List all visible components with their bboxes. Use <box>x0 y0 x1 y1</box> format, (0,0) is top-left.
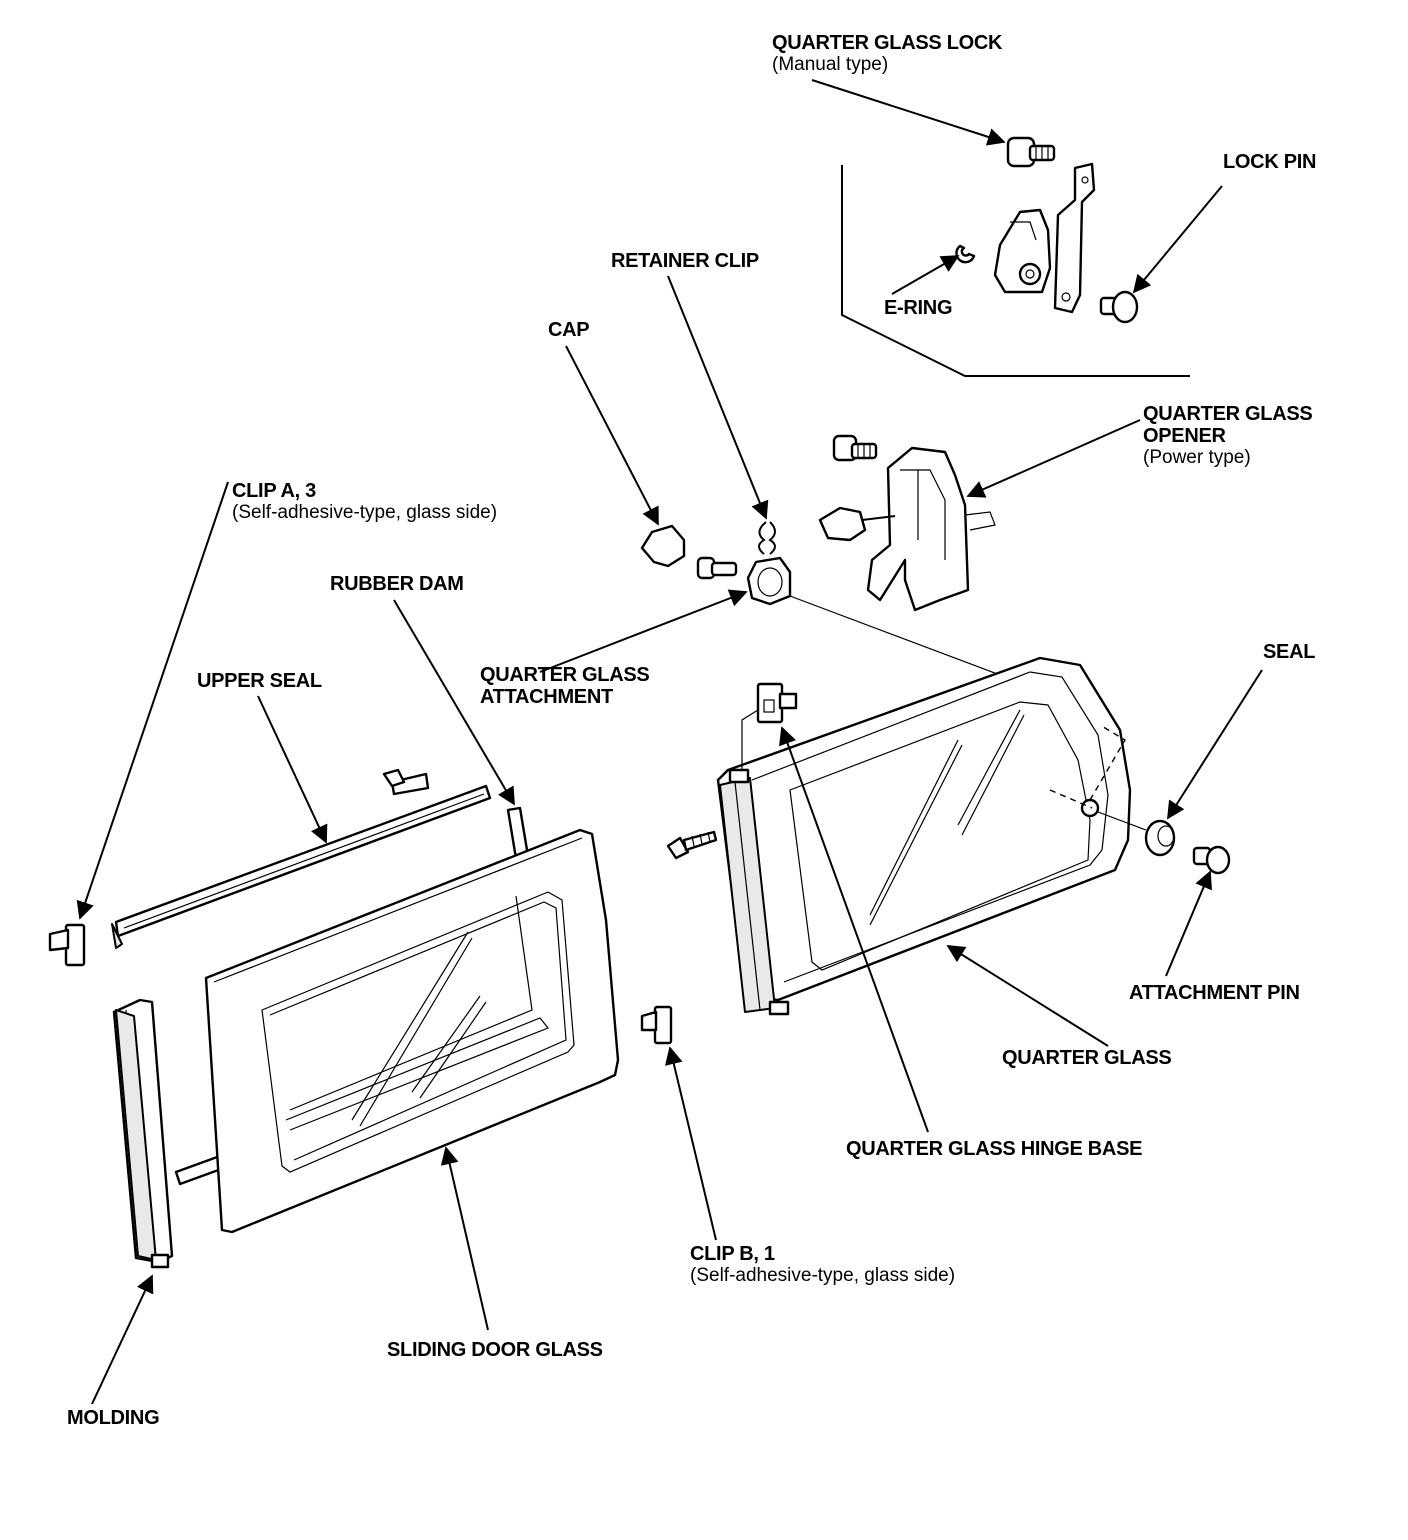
arrow-clip-b <box>665 1046 717 1241</box>
arrow-quarter-glass-attachment <box>539 589 748 673</box>
quarter-glass-lock-part <box>993 136 1096 314</box>
retainer-clip-part <box>758 521 776 555</box>
arrow-quarter-glass <box>946 945 1109 1047</box>
leader-arrows <box>76 79 1263 1405</box>
label-e-ring: E-RING <box>884 297 953 319</box>
quarter-glass-hinge-base-part <box>756 682 798 724</box>
e-ring-part <box>955 244 976 264</box>
clip-a-part <box>48 923 86 967</box>
inset-outline <box>841 165 1190 377</box>
label-quarter-glass-opener-sub: (Power type) <box>1143 447 1251 468</box>
label-quarter-glass-hinge-base: QUARTER GLASS HINGE BASE <box>846 1138 1142 1160</box>
label-cap: CAP <box>548 319 590 341</box>
label-seal-title: SEAL <box>1263 641 1316 663</box>
arrow-quarter-glass-hinge-base <box>779 726 929 1133</box>
label-quarter-glass-lock-sub: (Manual type) <box>772 54 889 75</box>
quarter-glass-part <box>716 656 1132 1016</box>
label-clip-b: CLIP B, 1 (Self-adhesive-type, glass sid… <box>690 1243 955 1287</box>
label-quarter-glass-opener-line1: QUARTER GLASS <box>1143 403 1313 425</box>
label-quarter-glass-opener: QUARTER GLASS OPENER (Power type) <box>1143 403 1313 469</box>
label-molding-title: MOLDING <box>67 1407 160 1429</box>
label-cap-title: CAP <box>548 319 590 341</box>
label-quarter-glass-attachment-line2: ATTACHMENT <box>480 686 613 708</box>
label-rubber-dam: RUBBER DAM <box>330 573 464 595</box>
clip-b-part <box>640 1005 673 1045</box>
label-clip-a-sub: (Self-adhesive-type, glass side) <box>232 502 498 523</box>
arrow-rubber-dam <box>393 599 515 806</box>
arrow-cap <box>565 345 659 526</box>
label-quarter-glass: QUARTER GLASS <box>1002 1047 1172 1069</box>
label-sliding-door-glass-title: SLIDING DOOR GLASS <box>387 1339 603 1361</box>
seal-guide-line <box>1097 811 1147 831</box>
label-e-ring-title: E-RING <box>884 297 953 319</box>
sliding-door-glass-part <box>204 828 620 1234</box>
label-quarter-glass-title: QUARTER GLASS <box>1002 1047 1172 1069</box>
label-molding: MOLDING <box>67 1407 160 1429</box>
quarter-glass-opener-part <box>818 434 996 612</box>
arrow-quarter-glass-opener <box>966 419 1141 498</box>
label-rubber-dam-title: RUBBER DAM <box>330 573 464 595</box>
arrow-e-ring <box>891 255 960 295</box>
label-clip-a: CLIP A, 3 (Self-adhesive-type, glass sid… <box>232 480 497 524</box>
label-quarter-glass-hinge-base-title: QUARTER GLASS HINGE BASE <box>846 1138 1143 1160</box>
label-clip-a-title: CLIP A, 3 <box>232 480 316 502</box>
label-clip-b-sub: (Self-adhesive-type, glass side) <box>690 1265 956 1286</box>
label-quarter-glass-attachment-line1: QUARTER GLASS <box>480 664 650 686</box>
arrow-sliding-door-glass <box>440 1146 489 1331</box>
hinge-guide-line <box>741 709 759 770</box>
label-quarter-glass-attachment: QUARTER GLASS ATTACHMENT <box>480 664 650 708</box>
label-upper-seal: UPPER SEAL <box>197 670 322 692</box>
arrow-seal <box>1167 669 1263 820</box>
cap-bolt-part <box>696 556 738 580</box>
quarter-glass-attachment-part <box>746 556 792 606</box>
quarter-glass-screw-part <box>666 830 718 860</box>
label-quarter-glass-lock: QUARTER GLASS LOCK (Manual type) <box>772 32 1002 76</box>
attachment-pin-part <box>1192 845 1231 875</box>
label-attachment-pin: ATTACHMENT PIN <box>1129 982 1300 1004</box>
label-lock-pin-title: LOCK PIN <box>1223 151 1317 173</box>
label-attachment-pin-title: ATTACHMENT PIN <box>1129 982 1300 1004</box>
arrow-lock-pin <box>1132 185 1223 294</box>
upper-seal-part <box>111 784 492 949</box>
arrow-upper-seal <box>257 695 328 844</box>
upper-seal-clip-part <box>382 768 430 796</box>
label-sliding-door-glass: SLIDING DOOR GLASS <box>387 1339 603 1361</box>
label-upper-seal-title: UPPER SEAL <box>197 670 322 692</box>
lock-pin-part <box>1099 290 1139 324</box>
arrow-molding <box>91 1274 154 1405</box>
arrow-attachment-pin <box>1165 870 1212 977</box>
label-retainer-clip-title: RETAINER CLIP <box>611 250 759 272</box>
label-quarter-glass-opener-line2: OPENER <box>1143 425 1226 447</box>
label-clip-b-title: CLIP B, 1 <box>690 1243 775 1265</box>
arrow-retainer-clip <box>667 275 769 520</box>
quarter-glass-dashed-line <box>1049 724 1126 809</box>
label-retainer-clip: RETAINER CLIP <box>611 250 759 272</box>
label-seal: SEAL <box>1263 641 1315 663</box>
cap-part <box>640 524 686 568</box>
arrow-quarter-glass-lock <box>811 79 1006 146</box>
molding-part <box>112 998 174 1269</box>
label-quarter-glass-lock-title: QUARTER GLASS LOCK <box>772 32 1003 54</box>
arrow-clip-a <box>76 481 229 920</box>
label-lock-pin: LOCK PIN <box>1223 151 1316 173</box>
seal-part <box>1144 819 1176 857</box>
